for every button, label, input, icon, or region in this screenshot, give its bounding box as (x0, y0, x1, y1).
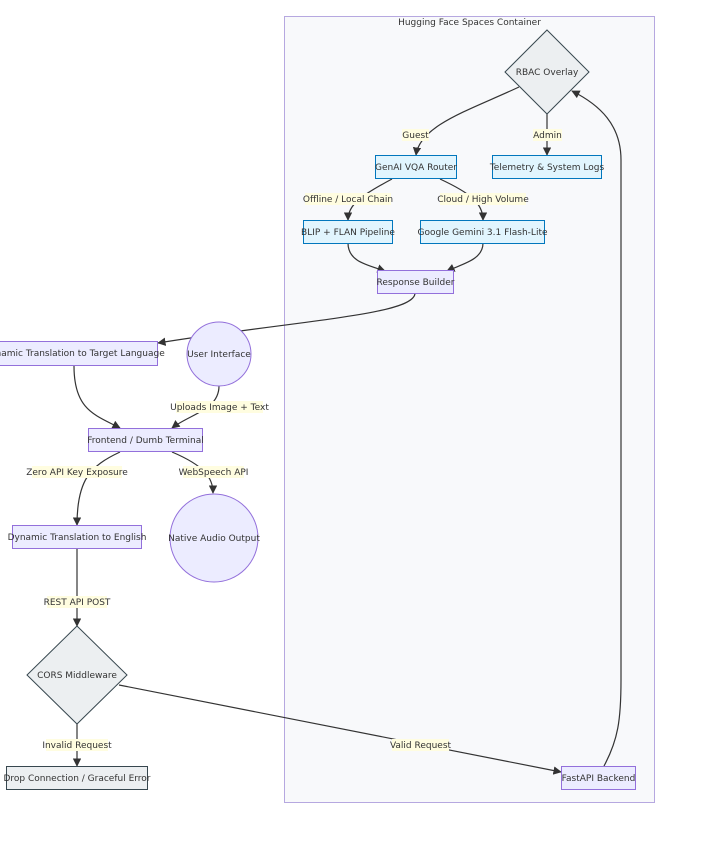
node-user-interface: User Interface (186, 321, 252, 387)
edge-translate-target-frontend (73, 365, 121, 429)
svg-text:Invalid Request: Invalid Request (42, 741, 112, 751)
edge-label-cloud: Cloud / High Volume (437, 193, 529, 205)
edge-label-invalid: Invalid Request (42, 739, 112, 751)
svg-text:Drop Connection / Graceful Err: Drop Connection / Graceful Error (3, 774, 150, 784)
svg-text:Native Audio Output: Native Audio Output (168, 534, 260, 544)
svg-text:GenAI VQA Router: GenAI VQA Router (375, 163, 457, 173)
edge-label-uploads: Uploads Image + Text (170, 401, 269, 413)
svg-text:Cloud / High Volume: Cloud / High Volume (437, 195, 529, 205)
svg-text:CORS Middleware: CORS Middleware (37, 671, 117, 681)
svg-text:Guest: Guest (402, 131, 429, 141)
svg-text:Dynamic Translation to Target: Dynamic Translation to Target Language (0, 349, 165, 359)
svg-text:Response Builder: Response Builder (377, 278, 455, 288)
svg-text:Telemetry & System Logs: Telemetry & System Logs (489, 163, 605, 173)
svg-text:Valid Request: Valid Request (390, 741, 452, 751)
svg-text:Uploads Image + Text: Uploads Image + Text (170, 403, 269, 413)
node-translation-english: Dynamic Translation to English (8, 525, 147, 549)
edge-blip-builder (347, 242, 386, 273)
edge-label-webspeech: WebSpeech API (179, 466, 249, 478)
svg-text:Google Gemini 3.1 Flash-Lite: Google Gemini 3.1 Flash-Lite (417, 228, 547, 238)
svg-text:Frontend / Dumb Terminal: Frontend / Dumb Terminal (87, 436, 203, 446)
node-genai-vqa-router: GenAI VQA Router (375, 155, 457, 179)
svg-text:Dynamic Translation to English: Dynamic Translation to English (8, 533, 147, 543)
svg-text:RBAC Overlay: RBAC Overlay (516, 68, 579, 78)
edge-label-guest: Guest (402, 129, 429, 141)
svg-text:User Interface: User Interface (187, 350, 251, 360)
node-cors-middleware: CORS Middleware (26, 625, 128, 725)
svg-text:Zero API Key Exposure: Zero API Key Exposure (26, 468, 128, 478)
node-gemini-flash-lite: Google Gemini 3.1 Flash-Lite (417, 220, 548, 244)
node-blip-flan-pipeline: BLIP + FLAN Pipeline (301, 220, 395, 244)
container-title: Hugging Face Spaces Container (398, 18, 541, 28)
node-telemetry-logs: Telemetry & System Logs (489, 155, 605, 179)
edge-fastapi-rbac (571, 90, 622, 767)
edge-rbac-router (412, 86, 520, 156)
edge-label-admin: Admin (533, 129, 562, 141)
node-native-audio-output: Native Audio Output (168, 493, 260, 583)
node-translation-target-language: Dynamic Translation to Target Language (0, 341, 165, 366)
node-response-builder: Response Builder (377, 270, 455, 294)
edge-label-valid: Valid Request (390, 739, 452, 751)
node-frontend-dumb-terminal: Frontend / Dumb Terminal (87, 428, 204, 452)
svg-text:FastAPI Backend: FastAPI Backend (562, 774, 636, 784)
edge-gemini-builder (446, 242, 484, 272)
edge-label-offline: Offline / Local Chain (303, 193, 393, 205)
svg-text:Admin: Admin (533, 131, 562, 141)
svg-text:BLIP + FLAN Pipeline: BLIP + FLAN Pipeline (301, 228, 395, 238)
node-fastapi-backend: FastAPI Backend (561, 766, 636, 790)
edge-label-rest: REST API POST (44, 596, 111, 608)
node-rbac-overlay: RBAC Overlay (504, 29, 590, 115)
node-drop-connection: Drop Connection / Graceful Error (3, 766, 151, 790)
hf-spaces-container: Hugging Face Spaces Container (284, 16, 655, 803)
edge-label-zero-api: Zero API Key Exposure (26, 466, 128, 478)
svg-text:WebSpeech API: WebSpeech API (179, 468, 249, 478)
svg-text:REST API POST: REST API POST (44, 598, 111, 608)
svg-text:Offline / Local Chain: Offline / Local Chain (303, 195, 393, 205)
edge-cors-fastapi (118, 684, 562, 775)
edge-frontend-translate-en (72, 451, 121, 526)
